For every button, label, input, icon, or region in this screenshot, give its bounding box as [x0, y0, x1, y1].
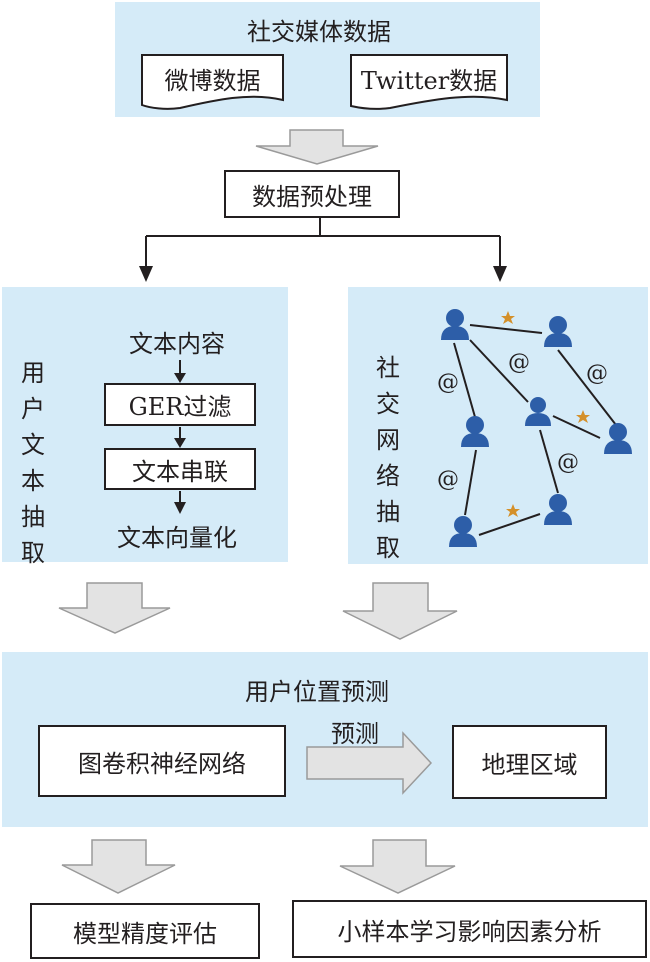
down-arrow-3 — [342, 582, 458, 640]
gcn-model-box: 图卷积神经网络 — [38, 725, 286, 797]
user-icon — [441, 309, 469, 340]
arrowhead-text-2 — [174, 438, 186, 448]
edge — [453, 342, 476, 418]
edge — [557, 349, 617, 426]
down-arrow-4 — [61, 839, 176, 894]
edge-label-at: @ — [586, 361, 608, 386]
preprocess-box: 数据预处理 — [224, 170, 400, 218]
edge — [469, 324, 543, 334]
arrowhead-text-1 — [174, 373, 186, 383]
arrowhead-left — [139, 266, 153, 282]
gcn-model-label: 图卷积神经网络 — [78, 749, 246, 778]
user-icon — [525, 397, 551, 426]
arrowhead-right — [493, 266, 507, 282]
social-network-panel — [348, 287, 648, 564]
arrowhead-text-3 — [174, 502, 186, 514]
down-arrow-5 — [339, 839, 456, 894]
text-concat-box: 文本串联 — [104, 448, 256, 490]
edge — [552, 415, 601, 439]
preprocess-label: 数据预处理 — [252, 182, 372, 211]
down-arrow-1 — [255, 129, 379, 165]
user-icon — [544, 494, 572, 525]
twitter-data-label-box: Twitter数据 — [351, 58, 507, 98]
user-icon — [544, 316, 572, 347]
text-step-content: 文本内容 — [129, 330, 225, 358]
ger-filter-box: GER过滤 — [104, 383, 256, 426]
user-icon — [604, 423, 632, 454]
edge-label-at: @ — [437, 370, 459, 395]
weibo-doc-shape — [141, 54, 284, 110]
star-icon — [576, 410, 590, 423]
geo-region-label: 地理区域 — [481, 750, 578, 779]
twitter-data-label: Twitter数据 — [360, 66, 498, 95]
edge-label-at: @ — [437, 467, 459, 492]
ger-filter-label: GER过滤 — [128, 393, 232, 421]
edge — [469, 339, 529, 403]
user-icon — [461, 416, 489, 447]
model-accuracy-label: 模型精度评估 — [73, 919, 217, 948]
prediction-title: 用户位置预测 — [245, 678, 389, 706]
predict-arrow-label: 预测 — [331, 720, 379, 748]
star-icon — [501, 311, 515, 324]
geo-region-box: 地理区域 — [452, 725, 607, 799]
user-icon — [449, 516, 477, 547]
text-extraction-title: 用户文本抽取 — [21, 359, 45, 567]
weibo-data-label: 微博数据 — [164, 66, 261, 95]
star-icon — [506, 504, 520, 517]
few-shot-analysis-box: 小样本学习影响因素分析 — [292, 900, 647, 958]
down-arrow-2 — [58, 582, 171, 634]
few-shot-analysis-label: 小样本学习影响因素分析 — [337, 917, 602, 946]
edge — [539, 429, 559, 494]
edge — [464, 449, 477, 516]
text-vectorize-label: 文本向量化 — [117, 524, 237, 552]
weibo-data-label-box: 微博数据 — [142, 58, 283, 98]
source-title: 社交媒体数据 — [247, 18, 391, 46]
edge — [478, 513, 541, 536]
edge-label-at: @ — [508, 350, 530, 375]
social-network-title: 社交网络抽取 — [376, 354, 400, 562]
edge-label-at: @ — [557, 450, 579, 475]
predict-arrow — [306, 731, 433, 795]
model-accuracy-box: 模型精度评估 — [30, 903, 260, 959]
twitter-doc-shape — [350, 54, 508, 110]
text-concat-label: 文本串联 — [132, 457, 228, 486]
